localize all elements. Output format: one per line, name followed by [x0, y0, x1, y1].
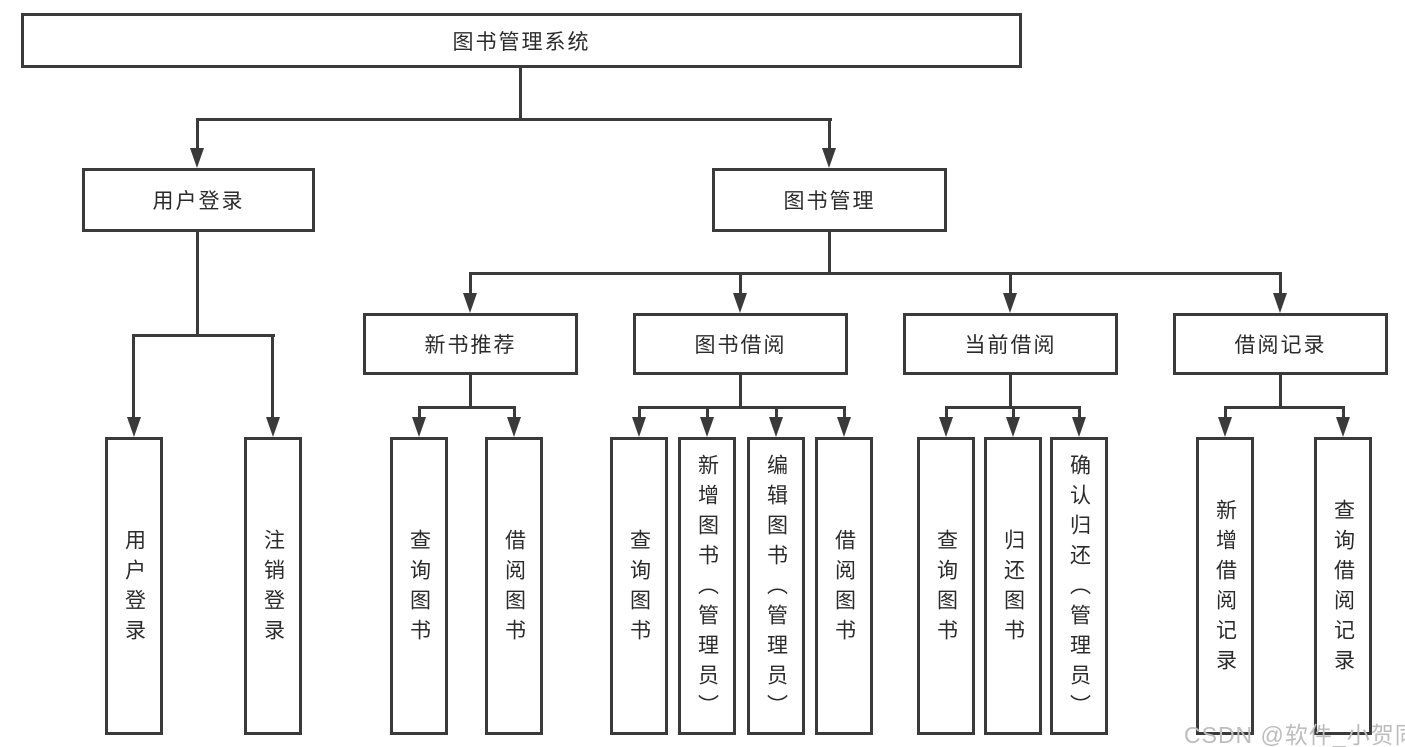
connector-vline	[1009, 272, 1012, 296]
connector-vline	[519, 68, 522, 120]
leaf-borrow-books-1: 借阅图书	[485, 437, 543, 735]
connector-vline	[469, 272, 472, 296]
arrowhead-down-icon	[1273, 293, 1287, 313]
connector-vline	[1342, 406, 1345, 420]
node-book-borrow: 图书借阅	[633, 313, 848, 375]
node-current-borrow: 当前借阅	[903, 313, 1118, 375]
arrowhead-down-icon	[463, 293, 477, 313]
leaf-add-borrow-record: 新增借阅记录	[1196, 437, 1254, 735]
arrowhead-down-icon	[127, 417, 141, 437]
leaf-query-books-3: 查询图书	[917, 437, 975, 735]
connector-vline	[1012, 406, 1015, 420]
arrowhead-down-icon	[1006, 417, 1020, 437]
connector-hline	[469, 272, 1282, 275]
connector-vline	[1224, 406, 1227, 420]
node-new-book-recommend: 新书推荐	[363, 313, 578, 375]
connector-vline	[196, 118, 199, 150]
connector-vline	[1279, 375, 1282, 409]
connector-vline	[1009, 375, 1012, 409]
arrowhead-down-icon	[769, 417, 783, 437]
connector-vline	[1279, 272, 1282, 296]
arrowhead-down-icon	[1218, 417, 1232, 437]
leaf-logout: 注销登录	[244, 437, 302, 735]
arrowhead-down-icon	[190, 148, 204, 168]
connector-hline	[418, 406, 516, 409]
connector-vline	[638, 406, 641, 420]
arrowhead-down-icon	[507, 417, 521, 437]
arrowhead-down-icon	[700, 417, 714, 437]
arrowhead-down-icon	[837, 417, 851, 437]
leaf-confirm-return-admin: 确认归还（管理员）	[1050, 437, 1108, 735]
connector-vline	[706, 406, 709, 420]
arrowhead-down-icon	[412, 417, 426, 437]
connector-vline	[418, 406, 421, 420]
leaf-query-books-1: 查询图书	[390, 437, 448, 735]
connector-hline	[638, 406, 846, 409]
connector-vline	[843, 406, 846, 420]
connector-vline	[271, 334, 274, 420]
arrowhead-down-icon	[1336, 417, 1350, 437]
connector-vline	[945, 406, 948, 420]
watermark: CSDN @软件_小贺同学	[1184, 722, 1405, 747]
connector-vline	[513, 406, 516, 420]
connector-vline	[828, 118, 831, 150]
leaf-return-books: 归还图书	[984, 437, 1042, 735]
connector-vline	[739, 375, 742, 409]
arrowhead-down-icon	[1003, 293, 1017, 313]
arrowhead-down-icon	[733, 293, 747, 313]
leaf-user-login: 用户登录	[105, 437, 163, 735]
leaf-edit-books-admin: 编辑图书（管理员）	[747, 437, 805, 735]
arrowhead-down-icon	[1072, 417, 1086, 437]
connector-vline	[775, 406, 778, 420]
node-borrow-records: 借阅记录	[1173, 313, 1388, 375]
connector-vline	[196, 232, 199, 337]
connector-vline	[132, 334, 135, 420]
arrowhead-down-icon	[822, 148, 836, 168]
node-book-management: 图书管理	[712, 168, 947, 232]
node-user-login: 用户登录	[82, 168, 315, 232]
connector-hline	[132, 334, 275, 337]
leaf-query-borrow-record: 查询借阅记录	[1314, 437, 1372, 735]
leaf-add-books-admin: 新增图书（管理员）	[678, 437, 736, 735]
arrowhead-down-icon	[939, 417, 953, 437]
connector-vline	[1078, 406, 1081, 420]
leaf-query-books-2: 查询图书	[610, 437, 668, 735]
connector-vline	[739, 272, 742, 296]
connector-vline	[828, 232, 831, 275]
arrowhead-down-icon	[632, 417, 646, 437]
connector-hline	[196, 118, 832, 121]
arrowhead-down-icon	[266, 417, 280, 437]
connector-hline	[1224, 406, 1345, 409]
leaf-borrow-books-2: 借阅图书	[815, 437, 873, 735]
node-root: 图书管理系统	[21, 13, 1022, 68]
connector-vline	[469, 375, 472, 409]
